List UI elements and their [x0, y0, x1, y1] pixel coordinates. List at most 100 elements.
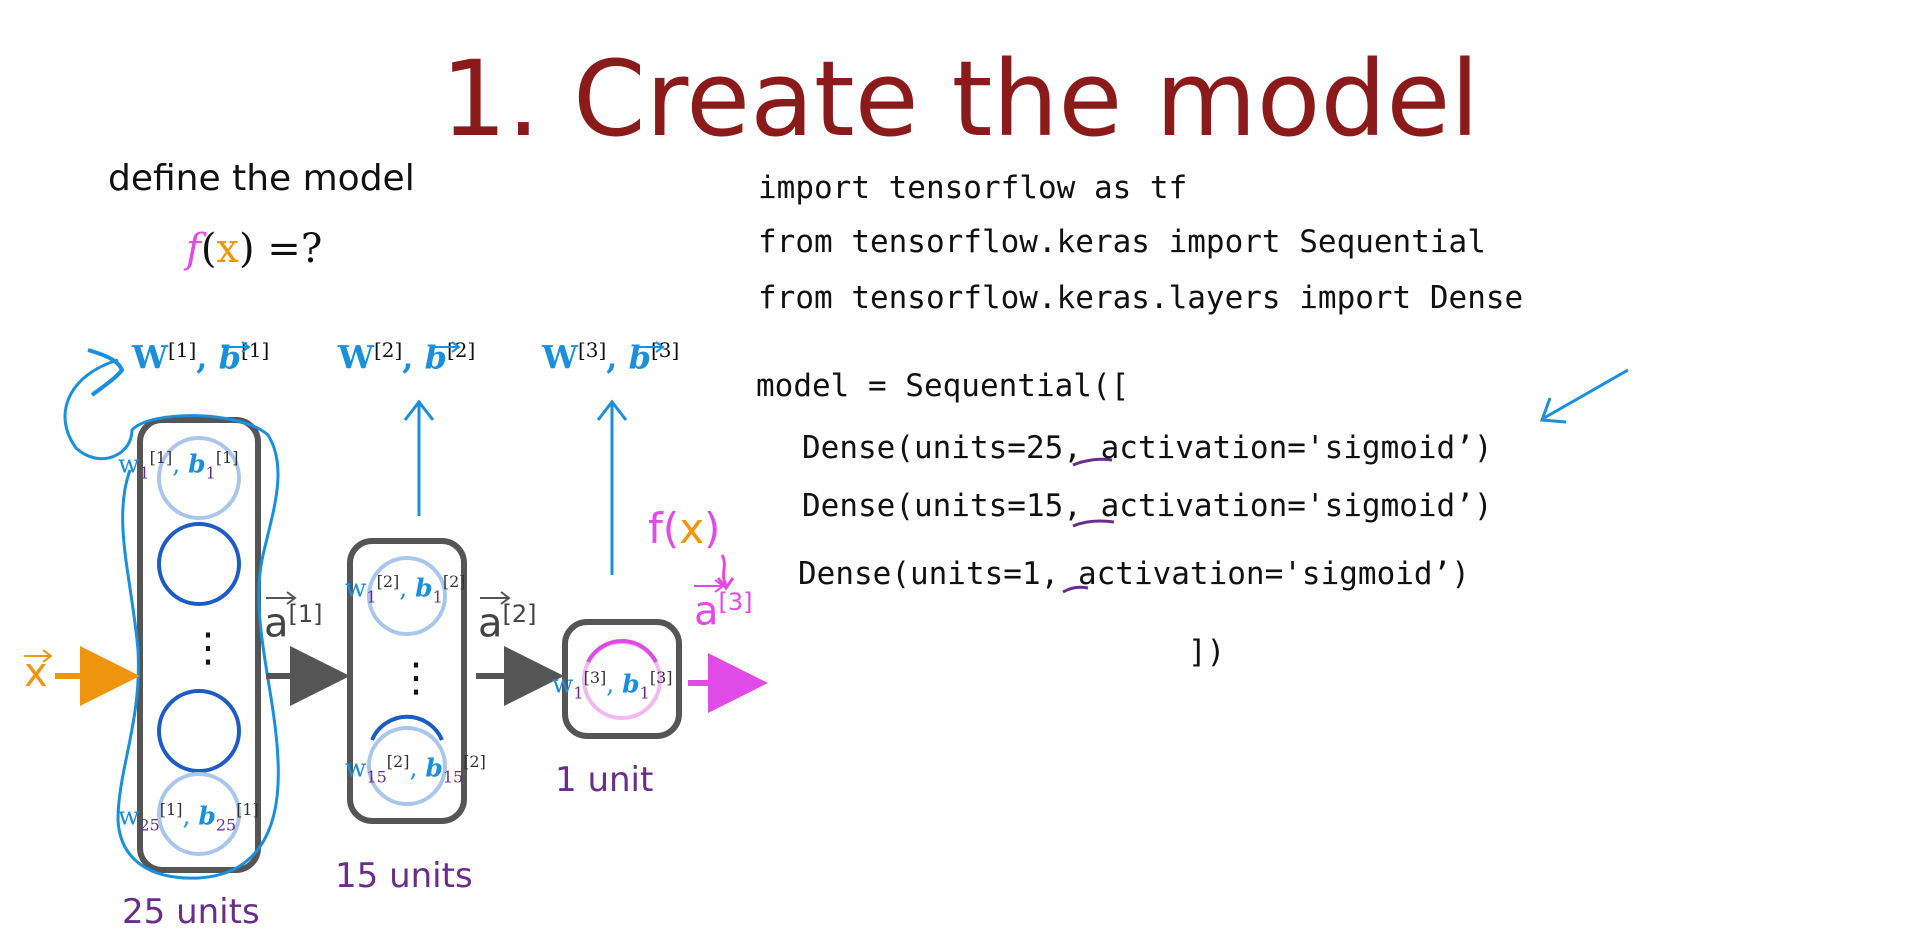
model-function: f(x) =?: [186, 226, 322, 272]
layer1-loop-arrow-icon: [87, 348, 125, 397]
layer3-up-arrow-icon: [596, 399, 628, 575]
function-open-paren: (: [200, 226, 217, 272]
n1-top-b-sub: 1: [205, 463, 216, 483]
n3-w: w: [552, 669, 574, 699]
a2-vector-icon: [480, 591, 511, 605]
layer2-params: W[2], b[2]: [338, 338, 476, 377]
n3-b: b: [622, 669, 640, 699]
n1-bot-b-sup: [1]: [236, 800, 259, 819]
n3-w-sub: 1: [573, 683, 584, 703]
n1-top-b-sup: [1]: [215, 448, 239, 467]
code-line-7: Dense(units=1, activation='sigmoid’): [798, 556, 1470, 592]
layer1-w: W: [132, 338, 168, 377]
layer1-b-vector-icon: [222, 341, 251, 353]
n3-b-sub: 1: [639, 683, 650, 703]
underline-25: [1072, 457, 1113, 467]
function-f: f: [186, 226, 201, 272]
layer3-neuron-arc: [586, 639, 658, 663]
underline-1: [1062, 585, 1089, 594]
code-line-5: Dense(units=25, activation='sigmoid’): [802, 430, 1493, 466]
layer2-up-arrow-icon: [403, 399, 435, 516]
n2-bot-b: b: [425, 753, 443, 783]
code-pointer-arrow-icon: [1539, 368, 1629, 424]
n1-top-w: w: [118, 449, 140, 479]
fx-down-squiggle-icon: [716, 554, 735, 591]
layer2-w: W: [338, 338, 374, 377]
a1-vector-icon: [266, 591, 297, 605]
layer1-w-sup: [1]: [167, 338, 197, 362]
a3-letter: a: [694, 588, 719, 635]
n1-top-w-sup: [1]: [149, 448, 173, 467]
handwritten-x: x: [679, 504, 705, 553]
n3-w-sup: [3]: [583, 668, 607, 687]
layer1-b: b: [218, 338, 241, 377]
layer2-neuron-arc: [370, 714, 444, 741]
function-rest: ) =?: [238, 226, 323, 272]
n1-bot-b-sub: 25: [215, 815, 237, 835]
a1-label: a[1]: [264, 600, 323, 646]
layer3-b-vector-icon: [636, 341, 665, 353]
layer3-neuron-label: w1[3], b1[3]: [552, 668, 673, 703]
n1-top-b: b: [188, 449, 206, 479]
layer1-neuron-3: [157, 689, 241, 773]
code-line-8: ]): [1188, 634, 1226, 670]
layer2-top-neuron-label: w1[2], b1[2]: [345, 572, 466, 607]
a1-letter: a: [264, 600, 289, 647]
n3-b-sup: [3]: [649, 668, 673, 687]
x-vector-icon: [24, 649, 53, 663]
layer2-bottom-neuron-label: w15[2], b15[2]: [345, 752, 486, 787]
layer2-b: b: [424, 338, 447, 377]
n2-top-b-sub: 1: [432, 587, 443, 607]
layer2-units-label: 15 units: [335, 856, 473, 896]
layer2-b-sup: [2]: [446, 338, 476, 362]
n2-top-w-sup: [2]: [376, 572, 400, 591]
n2-bot-b-sup: [2]: [463, 752, 486, 771]
layer2-box: [347, 538, 467, 824]
layer1-top-neuron-label: w1[1], b1[1]: [118, 448, 239, 483]
n2-bot-w-sub: 15: [366, 767, 387, 787]
code-line-4: model = Sequential([: [756, 368, 1130, 404]
layer1-highlight-loop: [63, 358, 280, 880]
code-line-6: Dense(units=15, activation='sigmoid’): [802, 488, 1493, 524]
function-x: x: [216, 226, 239, 272]
n2-top-w: w: [345, 573, 367, 603]
n2-top-b-sup: [2]: [442, 572, 466, 591]
layer2-dots: ⋮: [396, 655, 436, 701]
layer1-neuron-top: [157, 436, 241, 520]
a3-sup: [3]: [718, 588, 753, 616]
a2-label: a[2]: [478, 600, 537, 646]
layer2-neuron-top: [367, 556, 447, 636]
n1-bot-w: w: [118, 801, 140, 831]
layer2-neuron-bottom: [367, 726, 447, 806]
a1-sup: [1]: [288, 600, 323, 628]
n1-top-w-sub: 1: [139, 463, 150, 483]
n1-bot-b: b: [198, 801, 216, 831]
layer1-neuron-2: [157, 522, 241, 606]
n1-bot-w-sub: 25: [139, 815, 160, 835]
n1-bot-w-sup: [1]: [159, 800, 183, 819]
n2-top-b: b: [415, 573, 433, 603]
layer1-params: W[1], b[1]: [132, 338, 270, 377]
layer1-box: [137, 417, 261, 873]
layer3-box: [562, 619, 682, 739]
layer3-w: W: [542, 338, 578, 377]
n2-top-w-sub: 1: [366, 587, 377, 607]
layer1-units-label: 25 units: [122, 892, 260, 932]
layer2-b-vector-icon: [432, 341, 461, 353]
layer3-units-label: 1 unit: [555, 760, 654, 800]
layer3-b: b: [628, 338, 651, 377]
layer1-neuron-bottom: [157, 772, 241, 856]
layer1-dots: ⋮: [188, 625, 228, 671]
code-line-3: from tensorflow.keras.layers import Dens…: [758, 280, 1524, 316]
a2-sup: [2]: [502, 600, 537, 628]
layer2-w-sup: [2]: [373, 338, 403, 362]
layer3-b-sup: [3]: [650, 338, 680, 362]
code-line-1: import tensorflow as tf: [758, 170, 1188, 206]
layer1-bottom-neuron-label: w25[1], b25[1]: [118, 800, 259, 835]
n2-bot-w-sup: [2]: [386, 752, 410, 771]
code-line-2: from tensorflow.keras import Sequential: [758, 224, 1486, 260]
layer3-w-sup: [3]: [577, 338, 607, 362]
n2-bot-w: w: [345, 753, 367, 783]
handwritten-f: f: [648, 504, 663, 553]
